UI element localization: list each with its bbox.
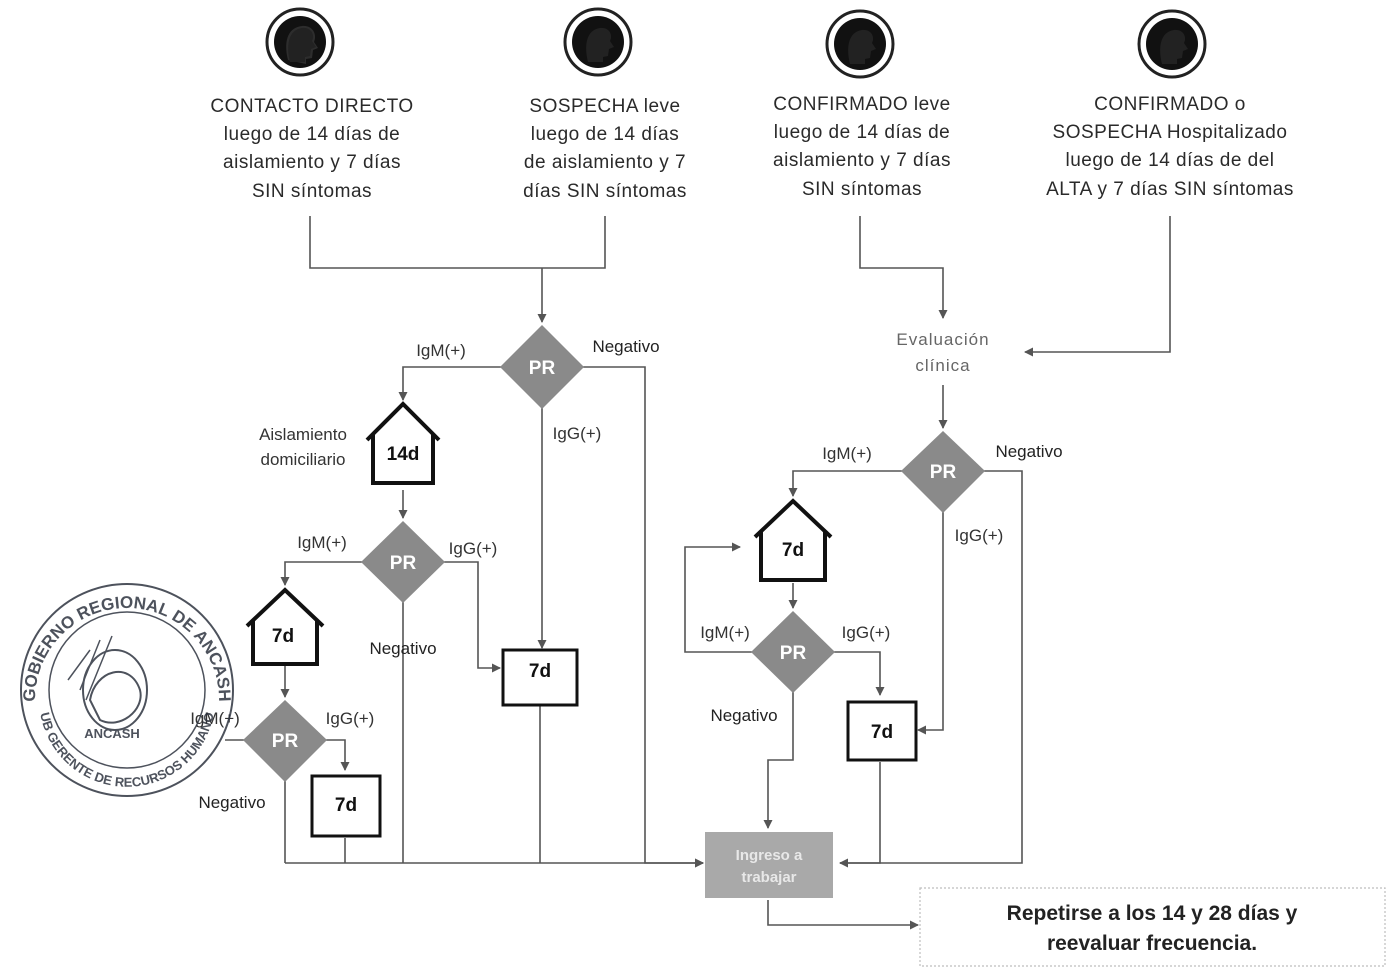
branch-label-negativo: Negativo [369,639,436,658]
branch-label-igm: IgM(+) [416,341,466,360]
official-stamp: GOBIERNO REGIONAL DE ANCASH SUB GERENTE … [0,0,234,797]
house-7d: 7d [753,498,833,582]
evaluacion-label: Evaluación [896,330,989,349]
connector-line [840,762,881,864]
pr-diamond: PR [243,700,327,782]
entry-line: SOSPECHA leve [529,96,680,117]
entry-line: días SIN síntomas [523,181,687,202]
entry-line: CONFIRMADO o [1094,94,1246,115]
note-line: reevaluar frecuencia. [1047,932,1257,955]
entry-line: ALTA y 7 días SIN síntomas [1046,179,1294,200]
branch-label-igg: IgG(+) [842,623,891,642]
pr-label: PR [780,643,807,664]
evaluacion-label: clínica [915,356,970,375]
person-icon [563,7,633,77]
house-label: 7d [272,626,294,647]
house-label: 14d [387,444,420,465]
person-icon [825,9,895,79]
pr-label: PR [390,553,417,574]
note-line: Repetirse a los 14 y 28 días y [1007,902,1298,925]
aislamiento-label: domiciliario [260,450,345,469]
branch-label-negativo: Negativo [995,442,1062,461]
aislamiento-label: Aislamiento [259,425,347,444]
entry-line: CONTACTO DIRECTO [210,96,413,117]
ingreso-box: Ingreso a trabajar [705,832,833,898]
pr-label: PR [930,462,957,483]
connector-line [542,216,606,269]
entry-confirmado-hospitalizado: CONFIRMADO o SOSPECHA Hospitalizado lueg… [1046,94,1294,200]
pr-diamond: PR [500,325,584,409]
house-label: 7d [782,540,804,561]
connector-line [917,512,944,735]
box-7d: 7d [501,648,579,707]
entry-line: luego de 14 días de [774,122,950,143]
entry-line: de aislamiento y 7 [524,152,686,173]
connector-line [839,470,1023,868]
connector-line [859,216,948,319]
connector-line [767,900,919,930]
house-7d: 7d [245,587,325,666]
connector-line [309,216,542,269]
connector-line [788,470,903,497]
stamp-emblem [67,635,148,731]
pr-diamond: PR [751,611,835,693]
branch-label-negativo: Negativo [592,337,659,356]
entry-line: luego de 14 días de [224,124,400,145]
connector-line [398,366,502,401]
house-14d: 14d [365,401,441,485]
branch-label-negativo: Negativo [198,793,265,812]
entry-line: luego de 14 días [531,124,680,145]
entry-sospecha-leve: SOSPECHA leve luego de 14 días de aislam… [523,96,687,202]
box-label: 7d [529,661,551,682]
connector-line [280,561,365,586]
stamp-top-text: GOBIERNO REGIONAL DE ANCASH [20,593,234,702]
box-7d: 7d [310,774,382,838]
ingreso-label: trabajar [741,869,796,886]
box-label: 7d [871,722,893,743]
entry-line: aislamiento y 7 días [223,152,401,173]
pr-diamond: PR [361,521,445,603]
box-7d: 7d [846,700,918,762]
pr-diamond: PR [901,431,985,513]
branch-label-igg: IgG(+) [326,709,375,728]
entry-line: aislamiento y 7 días [773,150,951,171]
ingreso-label: Ingreso a [736,847,803,864]
connectors [225,216,1171,930]
branch-label-igm: IgM(+) [297,533,347,552]
person-icon [1137,9,1207,79]
connector-line [325,739,350,771]
entry-line: SOSPECHA Hospitalizado [1053,122,1288,143]
entry-line: SIN síntomas [252,181,372,202]
box-label: 7d [335,795,357,816]
connector-line [763,690,794,829]
branch-label-igm: IgM(+) [700,623,750,642]
person-icon [265,7,335,77]
branch-label-negativo: Negativo [710,706,777,725]
entry-line: SIN síntomas [802,179,922,200]
branch-label-igg: IgG(+) [449,539,498,558]
pr-label: PR [272,731,299,752]
entry-confirmado-leve: CONFIRMADO leve luego de 14 días de aisl… [773,94,951,200]
branch-label-igg: IgG(+) [553,424,602,443]
note-box: Repetirse a los 14 y 28 días y reevaluar… [919,887,1386,967]
entry-contacto-directo: CONTACTO DIRECTO luego de 14 días de ais… [210,96,413,202]
connector-line [833,651,885,696]
entry-line: CONFIRMADO leve [773,94,950,115]
stamp-center-text: ANCASH [84,726,140,741]
branch-label-igg: IgG(+) [955,526,1004,545]
connector-line [443,561,501,673]
pr-label: PR [529,358,556,379]
connector-line [1024,216,1171,357]
connector-line [684,542,753,653]
branch-label-igm: IgM(+) [822,444,872,463]
entry-line: luego de 14 días de del [1065,150,1274,171]
